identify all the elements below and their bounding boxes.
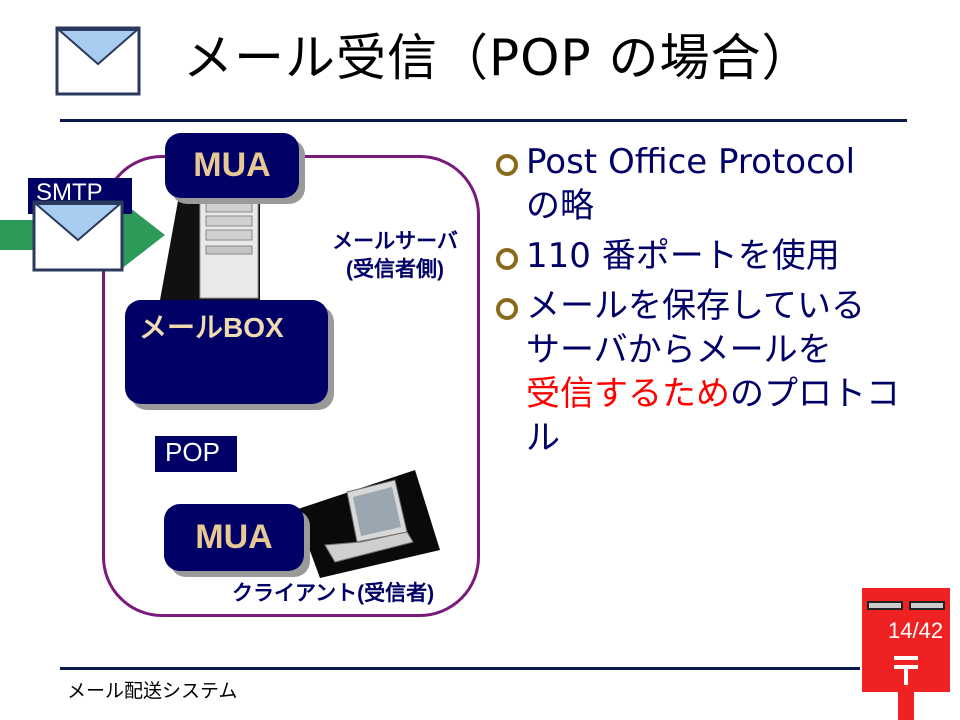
bullet-item-3: メールを保存している サーバからメールを 受信するためのプロトコ ル xyxy=(494,284,944,460)
bullet-1-line1: Post Office Protocol xyxy=(526,142,856,182)
bullet-3-line4: ル xyxy=(526,418,560,458)
bullet-3-continuation: のプロトコ xyxy=(730,374,900,414)
bullet-ring-icon xyxy=(496,248,518,270)
envelope-icon xyxy=(32,200,124,272)
client-label: クライアント(受信者) xyxy=(232,582,435,605)
title-envelope-icon xyxy=(55,26,141,96)
bullet-item-1: Post Office Protocol の略 xyxy=(494,140,944,228)
bullet-2-text: 110 番ポートを使用 xyxy=(526,236,840,276)
bullet-3-line2: サーバからメールを xyxy=(526,330,832,370)
footer-divider xyxy=(60,667,860,670)
bullet-3-highlight: 受信するため xyxy=(526,374,730,414)
mua-client-box: MUA xyxy=(164,504,304,571)
bullet-ring-icon xyxy=(496,298,518,320)
footer-title: メール配送システム xyxy=(67,680,238,702)
bullet-3-line1: メールを保存している xyxy=(526,286,865,326)
bullet-1-line2: の略 xyxy=(526,186,594,226)
mua-server-box: MUA xyxy=(165,133,299,198)
bullet-ring-icon xyxy=(496,154,518,176)
pop-label: POP xyxy=(155,436,237,472)
title-divider xyxy=(60,119,907,122)
laptop-icon xyxy=(295,470,440,578)
server-tower-icon xyxy=(160,190,260,300)
mailbox-box: メールBOX xyxy=(125,300,328,404)
mail-server-label-line1: メールサーバ xyxy=(332,230,458,253)
mail-server-label: メールサーバ (受信者側) xyxy=(310,228,480,284)
slide-title: メール受信（POP の場合） xyxy=(183,29,813,87)
mailbox-post-icon xyxy=(862,588,950,720)
bullet-list: Post Office Protocol の略 110 番ポートを使用 メールを… xyxy=(494,140,944,466)
bullet-3-line3: 受信するためのプロトコ xyxy=(526,372,944,416)
bullet-item-2: 110 番ポートを使用 xyxy=(494,234,944,278)
mail-server-label-line2: (受信者側) xyxy=(346,258,444,281)
page-number: 14/42 xyxy=(888,618,944,643)
